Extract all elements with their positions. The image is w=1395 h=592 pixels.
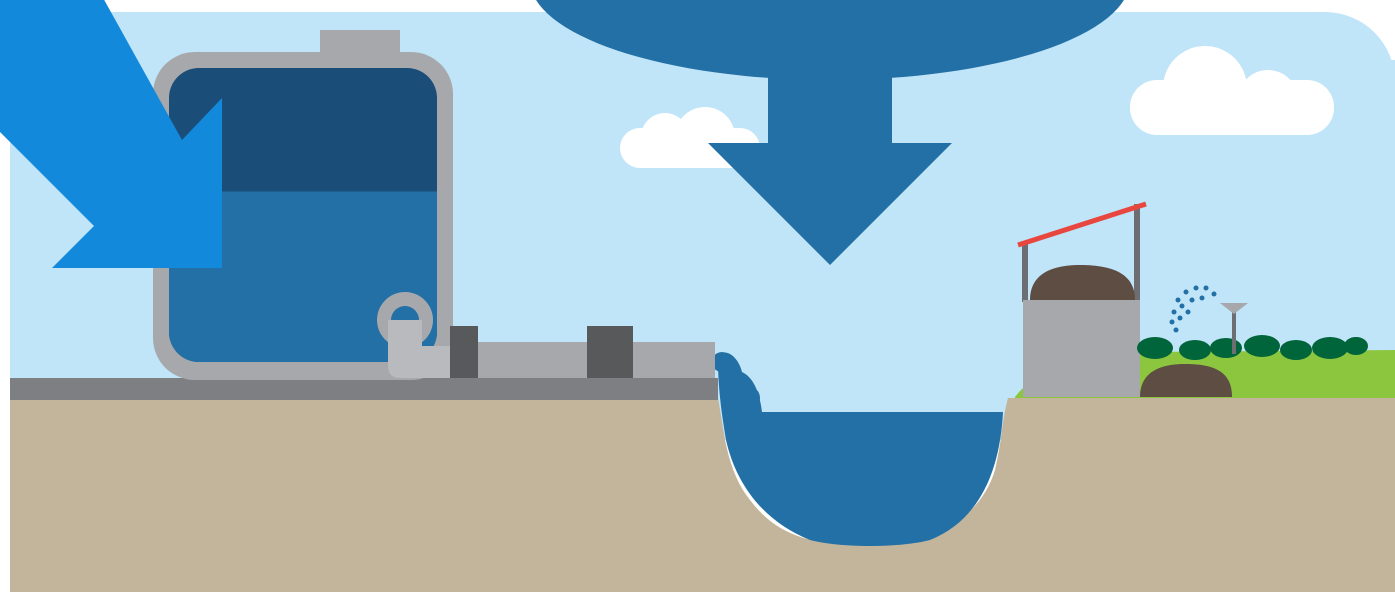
bin-post-right xyxy=(1134,204,1140,302)
valve-right xyxy=(587,326,633,378)
ground xyxy=(10,398,1395,592)
valve-left xyxy=(450,326,478,378)
bin-box xyxy=(1023,300,1140,397)
bin-post-left xyxy=(1022,242,1028,302)
pavement xyxy=(10,378,718,400)
